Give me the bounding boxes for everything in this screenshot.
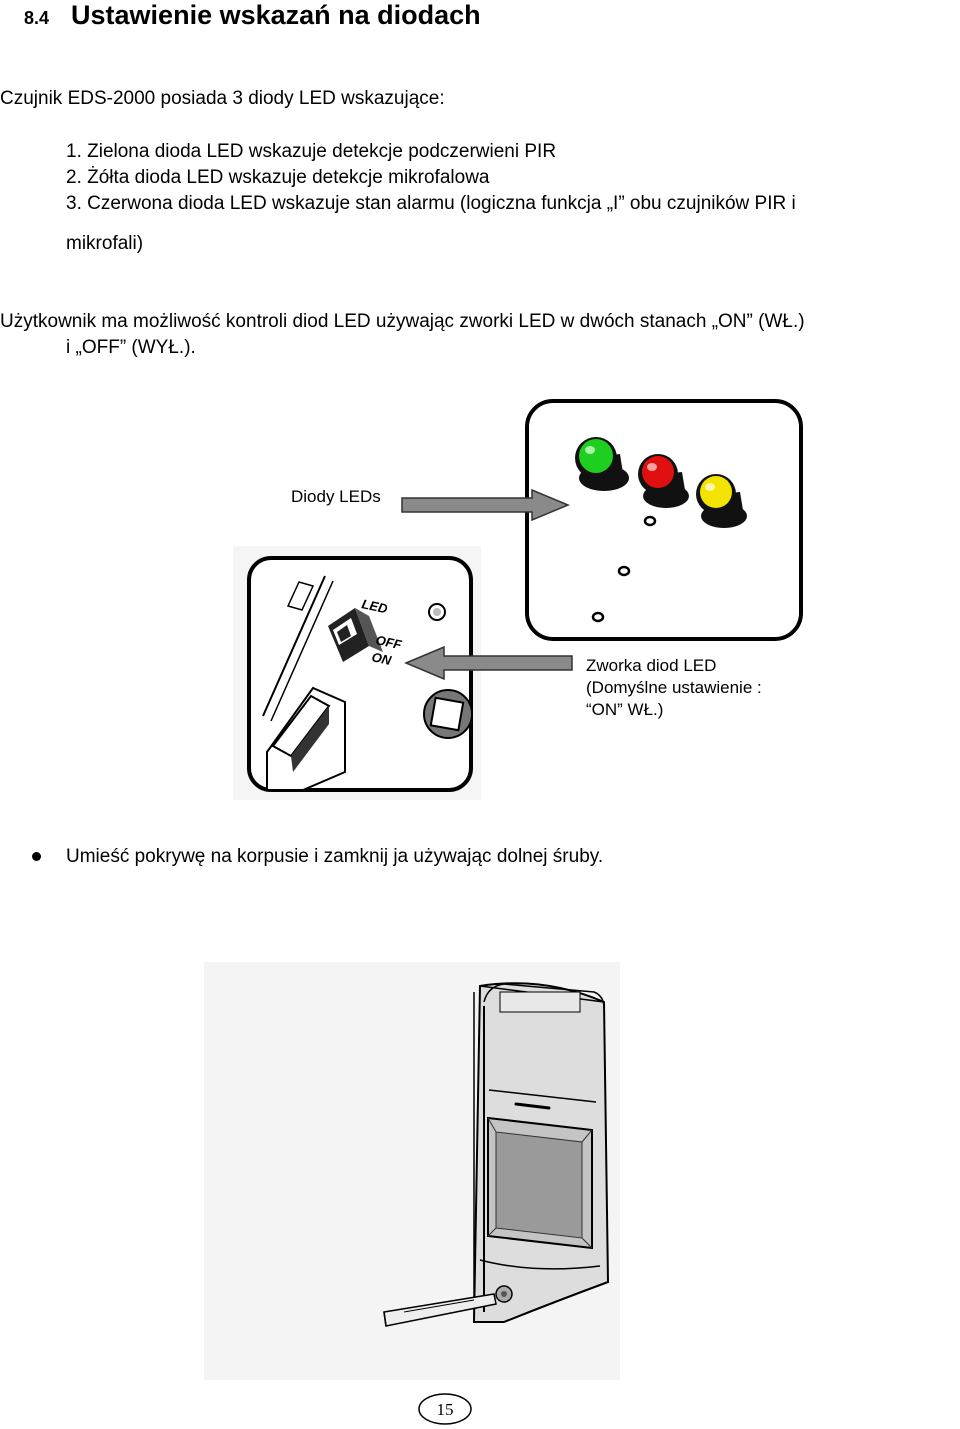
sensor-closeup-illustration: [204, 962, 620, 1380]
green-led-icon: [575, 437, 629, 491]
section-heading: 8.4 Ustawienie wskazań na diodach: [24, 0, 481, 31]
leds-label: Diody LEDs: [291, 487, 381, 506]
page-number: 15: [436, 1400, 454, 1419]
list-item-red-continuation: mikrofali): [66, 233, 144, 254]
arrow-right-icon: [401, 488, 570, 522]
jumper-caption-line2: (Domyślne ustawienie :: [586, 678, 762, 697]
jumper-paragraph-line2: i „OFF” (WYŁ.).: [66, 337, 196, 358]
page-number-badge: [418, 1393, 472, 1425]
list-item-yellow: 2. Żółta dioda LED wskazuje detekcje mik…: [66, 167, 490, 188]
list-item-red: 3. Czerwona dioda LED wskazuje stan alar…: [66, 193, 796, 214]
bullet-text: Umieść pokrywę na korpusie i zamknij ja …: [66, 846, 604, 867]
section-number: 8.4: [24, 8, 50, 28]
jumper-caption-line1: Zworka diod LED: [586, 656, 717, 675]
led-closeup-illustration: [525, 399, 803, 641]
arrow-left-icon: [404, 645, 573, 681]
jumper-icon: [328, 608, 383, 662]
section-title: Ustawienie wskazań na diodach: [71, 0, 481, 30]
bullet-dot: [32, 852, 41, 861]
red-led-icon: [638, 454, 689, 508]
screwdriver-icon: [383, 1293, 497, 1327]
list-item-green: 1. Zielona dioda LED wskazuje detekcje p…: [66, 141, 557, 162]
jumper-closeup-illustration: LED OFF ON: [233, 546, 481, 800]
jumper-led-label: LED: [360, 596, 389, 616]
jumper-paragraph-line1: Użytkownik ma możliwość kontroli diod LE…: [0, 311, 805, 332]
yellow-led-icon: [696, 474, 747, 528]
jumper-off-label: OFF: [374, 632, 404, 652]
intro-text: Czujnik EDS-2000 posiada 3 diody LED wsk…: [0, 88, 445, 109]
jumper-caption-line3: “ON” WŁ.): [586, 700, 664, 719]
jumper-on-label: ON: [370, 649, 393, 668]
